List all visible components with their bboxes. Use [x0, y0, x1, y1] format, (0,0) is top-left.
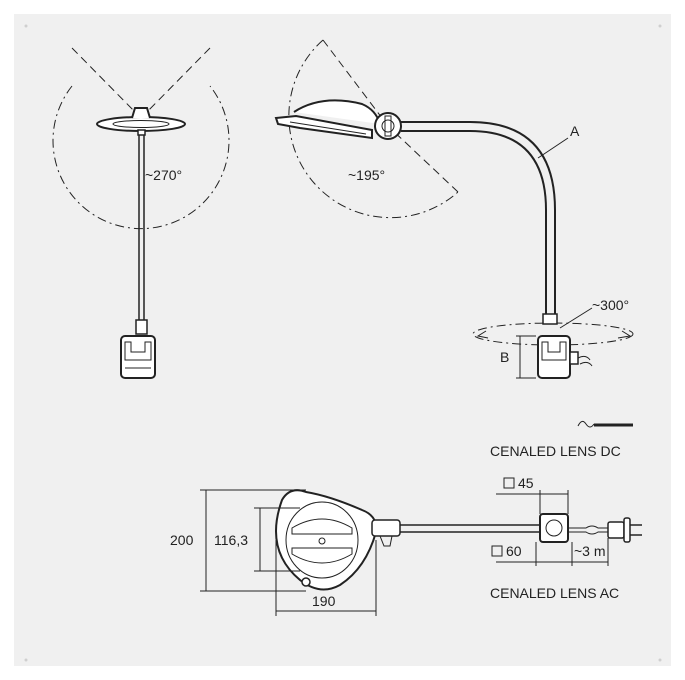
top-view: 200 116,3 190 45 60 ~3 m — [170, 475, 642, 616]
side-rotation-arc — [288, 39, 459, 219]
dim-height-label: 200 — [170, 532, 194, 548]
dim-45-square-symbol — [503, 477, 515, 489]
top-base-slot-lower — [291, 547, 353, 564]
top-square-fitting — [539, 513, 569, 543]
dim-60-square-symbol — [491, 545, 503, 557]
front-rotation-arc — [52, 85, 230, 230]
arm-leader-line — [537, 137, 569, 159]
dim-square-60-label: 60 — [506, 543, 522, 559]
front-base — [120, 335, 156, 379]
dim-square-45-label: 45 — [518, 475, 534, 491]
front-limit-line-right — [140, 47, 211, 119]
base-rotation-arrow-left — [476, 330, 489, 339]
top-cable-2 — [568, 531, 608, 535]
side-base — [537, 313, 593, 379]
side-limit-line-upper — [322, 39, 389, 127]
dim-cable-label: ~3 m — [574, 543, 606, 559]
base-rotation-arrow-right — [617, 330, 632, 339]
top-base-outline — [275, 489, 378, 591]
model-ac-label: CENALED LENS AC — [490, 585, 619, 601]
front-angle-label: ~270° — [145, 167, 182, 183]
dim-width-label: 190 — [312, 593, 336, 609]
side-angle-label: ~195° — [348, 167, 385, 183]
top-fitting-ring — [545, 519, 563, 537]
top-arm-hinge-tab — [379, 535, 393, 547]
base-label: B — [500, 349, 509, 365]
base-angle-leader — [559, 307, 593, 329]
top-base-screw — [301, 577, 311, 587]
base-angle-label: ~300° — [592, 297, 629, 313]
corner-marks — [24, 24, 662, 662]
top-base-slot-upper — [291, 518, 353, 535]
side-limit-line-lower — [387, 125, 459, 193]
plug-body — [607, 521, 625, 539]
dc-cable-symbol — [577, 420, 633, 428]
top-arm-hinge — [371, 519, 401, 537]
side-arm-outer-edge — [401, 121, 556, 318]
front-view: ~270° — [52, 47, 230, 379]
side-arm-inner-edge — [401, 130, 547, 318]
front-lamp-head — [96, 107, 186, 136]
dim-inner-label: 116,3 — [214, 532, 248, 548]
model-dc-label: CENALED LENS DC — [490, 443, 621, 459]
side-lamp-head — [274, 99, 381, 140]
top-cable — [568, 525, 608, 529]
side-view: A ~300° B ~195° — [274, 39, 634, 379]
front-arm-collar — [135, 319, 148, 335]
top-base-inner-ring — [285, 501, 359, 579]
arm-label: A — [570, 123, 580, 139]
front-limit-line-left — [71, 47, 142, 119]
plug-collar — [623, 517, 631, 543]
side-joint — [374, 112, 402, 140]
top-base-center-hole — [318, 537, 326, 545]
